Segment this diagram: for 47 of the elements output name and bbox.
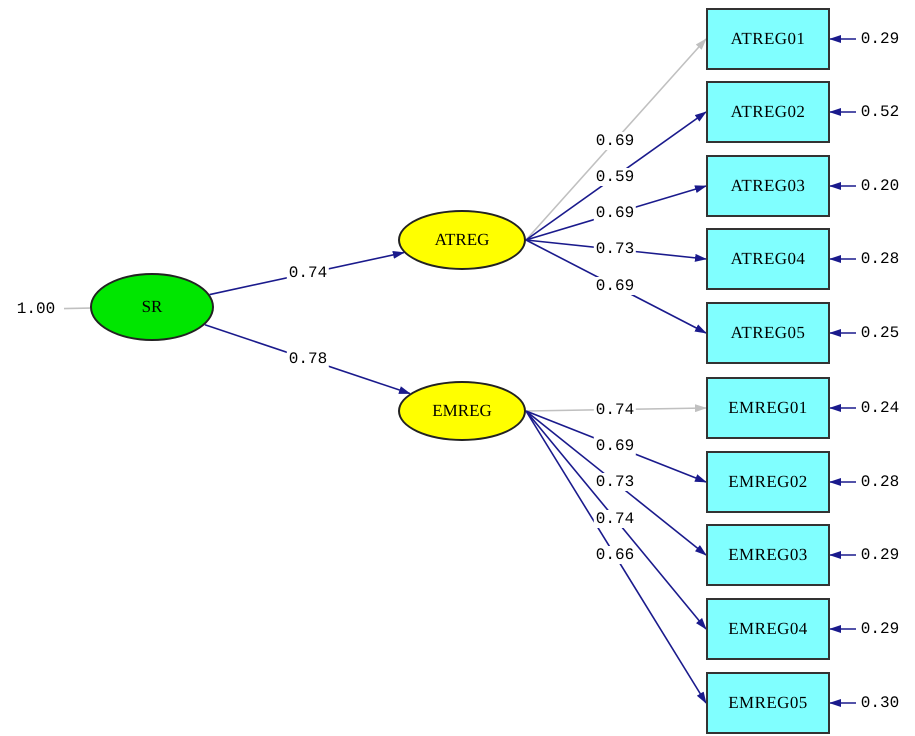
- value-label: 0.29: [856, 545, 904, 565]
- latent-variable-ellipse: EMREG: [398, 381, 526, 441]
- observed-variable-box: ATREG02: [706, 81, 830, 143]
- arrow: [526, 410, 707, 556]
- edge-label: 0.69: [594, 437, 636, 456]
- arrow: [829, 404, 856, 412]
- arrow: [829, 699, 856, 707]
- edge-label: 0.59: [594, 168, 636, 186]
- value-label: 0.24: [856, 398, 904, 418]
- edge-label: 0.69: [594, 132, 636, 150]
- observed-variable-box: EMREG02: [706, 451, 830, 513]
- value-label: 0.25: [856, 323, 904, 343]
- latent-variable-ellipse: ATREG: [398, 210, 526, 270]
- arrow: [829, 255, 856, 263]
- value-label: 0.28: [856, 249, 904, 269]
- observed-variable-box: EMREG05: [706, 672, 830, 734]
- edge-label: 0.69: [594, 204, 636, 222]
- value-label: 0.29: [856, 29, 904, 49]
- observed-variable-box: EMREG03: [706, 524, 830, 586]
- observed-variable-box: EMREG01: [706, 377, 830, 439]
- observed-variable-box: ATREG01: [706, 8, 830, 70]
- arrow: [829, 478, 856, 486]
- arrow: [829, 625, 856, 633]
- arrow: [829, 551, 856, 559]
- edge-label: 0.78: [286, 350, 330, 368]
- arrow: [829, 182, 856, 190]
- value-label: 0.30: [856, 693, 904, 713]
- arrow: [829, 329, 856, 337]
- observed-variable-box: EMREG04: [706, 598, 830, 660]
- value-label: 0.52: [856, 102, 904, 122]
- connector-line: [64, 307, 90, 310]
- value-label: 0.20: [856, 176, 904, 196]
- latent-variable-ellipse: SR: [90, 273, 214, 341]
- edge-label: 0.74: [594, 510, 636, 528]
- value-label: 1.00: [8, 299, 64, 319]
- observed-variable-box: ATREG03: [706, 155, 830, 217]
- arrow: [829, 35, 856, 43]
- observed-variable-box: ATREG05: [706, 302, 830, 364]
- arrow: [525, 38, 707, 241]
- arrow: [829, 108, 856, 116]
- edge-label: 0.69: [594, 276, 636, 295]
- arrow: [525, 410, 707, 704]
- edge-label: 0.73: [594, 473, 636, 492]
- edge-label: 0.66: [594, 546, 636, 564]
- value-label: 0.28: [856, 472, 904, 492]
- value-label: 0.29: [856, 619, 904, 639]
- observed-variable-box: ATREG04: [706, 228, 830, 290]
